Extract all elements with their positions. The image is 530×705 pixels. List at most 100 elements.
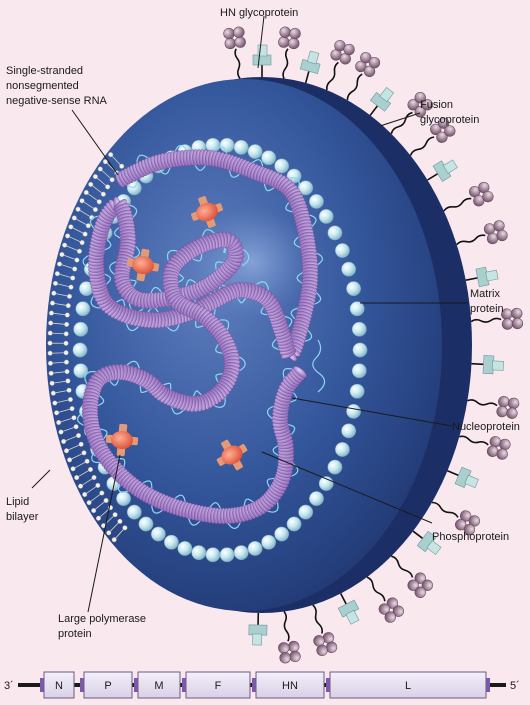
matrix-bead [298, 504, 314, 520]
hn-glycoprotein-spike [467, 396, 520, 419]
matrix-bead [318, 209, 334, 224]
fusion-glycoprotein-spike [337, 593, 360, 625]
label-matrix-line1: Matrix [470, 288, 500, 300]
nucleoprotein-disc [293, 366, 307, 378]
hn-glycoprotein-spike [456, 220, 508, 246]
fusion-glycoprotein-spike [465, 266, 499, 288]
label-rna-line1: Single-stranded [6, 65, 83, 77]
matrix-bead [349, 383, 365, 399]
matrix-bead [126, 504, 142, 520]
matrix-bead [334, 243, 350, 258]
label-rna-line3: negative-sense RNA [6, 95, 108, 107]
fusion-glycoprotein-spike [471, 355, 504, 375]
envelope-spikes [223, 26, 524, 664]
hn-glycoprotein-spike [223, 26, 246, 79]
matrix-bead [138, 516, 154, 532]
matrix-bead [177, 541, 193, 556]
hn-glycoprotein-spike [431, 501, 480, 536]
matrix-bead [191, 545, 207, 561]
label-lipid-line1: Lipid [6, 496, 29, 508]
matrix-bead [351, 321, 367, 337]
label-matrix-line2: protein [470, 303, 504, 315]
polymerase-complex [191, 196, 223, 228]
matrix-bead [116, 491, 131, 507]
matrix-bead [205, 547, 221, 563]
fusion-glycoprotein-spike [252, 44, 272, 77]
matrix-bead [163, 534, 179, 550]
matrix-bead [219, 137, 235, 153]
nucleocapsid-coil [81, 149, 319, 525]
gene-label-f: F [215, 680, 222, 692]
matrix-bead [351, 363, 367, 379]
fusion-glycoprotein-spike [447, 466, 479, 489]
lipid-bilayer [47, 152, 128, 543]
genome-5prime-label: 5´ [510, 680, 520, 692]
fusion-glycoprotein-spike [248, 612, 268, 646]
label-polymerase-line1: Large polymerase [58, 613, 146, 625]
gene-label-p: P [104, 680, 111, 692]
gene-box-hn [255, 671, 325, 699]
labels: HN glycoprotein Single-stranded nonsegme… [6, 7, 520, 640]
fusion-glycoprotein-spike [369, 87, 395, 116]
matrix-bead [327, 459, 343, 475]
label-phosphoprotein: Phosphoprotein [432, 531, 509, 543]
matrix-bead [247, 541, 263, 556]
gene-label-m: M [154, 680, 163, 692]
label-lipid-line2: bilayer [6, 511, 39, 523]
label-polymerase-line2: protein [58, 628, 92, 640]
matrix-bead [72, 342, 88, 358]
hn-glycoprotein-spike [459, 435, 511, 460]
fusion-glycoprotein-spike [299, 50, 321, 84]
hn-glycoprotein-spike [325, 40, 355, 91]
matrix-bead [261, 150, 277, 166]
matrix-bead [150, 526, 166, 542]
gene-box-f [185, 671, 251, 699]
gene-box-n [43, 671, 75, 699]
matrix-bead [73, 321, 89, 337]
label-nucleoprotein: Nucleoprotein [452, 421, 520, 433]
gene-box-p [83, 671, 133, 699]
matrix-bead [75, 301, 91, 317]
gene-label-hn: HN [282, 680, 298, 692]
hn-glycoprotein-spike [390, 92, 433, 135]
fusion-glycoprotein-spike [412, 530, 442, 555]
matrix-bead [219, 547, 235, 563]
hn-glycoprotein-spike [409, 117, 456, 156]
matrix-bead [341, 261, 357, 277]
hn-glycoprotein-spike [443, 181, 494, 212]
leader-lines [31, 15, 468, 613]
matrix-bead [286, 516, 302, 532]
hn-glycoprotein-spike [391, 555, 433, 598]
matrix-bead [309, 193, 324, 209]
hn-glycoprotein-spike [366, 576, 404, 623]
matrix-bead [247, 144, 263, 159]
hn-glycoprotein-spike [470, 307, 524, 330]
matrix-bead [327, 225, 343, 241]
large-polymerase [221, 445, 243, 465]
large-polymerase [111, 430, 133, 450]
matrix-bead [349, 301, 365, 317]
polymerase-complex [216, 439, 248, 471]
matrix-bead [233, 139, 249, 155]
fusion-glycoprotein-spike [427, 159, 458, 182]
matrix-bead [73, 363, 89, 379]
matrix-bead [346, 281, 362, 297]
label-fusion-line1: Fusion [420, 99, 453, 111]
hn-glycoprotein-spike [278, 26, 301, 79]
matrix-bead [309, 491, 324, 507]
matrix-bead [274, 526, 290, 542]
matrix-bead [352, 342, 368, 358]
label-fusion-line2: glycoprotein [420, 114, 479, 126]
matrix-bead [261, 534, 277, 550]
hn-glycoprotein-spike [278, 611, 301, 664]
matrix-bead [341, 423, 357, 439]
large-polymerase [196, 202, 218, 222]
matrix-bead [274, 158, 290, 174]
virion-envelope [46, 77, 472, 613]
gene-label-l: L [405, 680, 411, 692]
label-hn-glycoprotein: HN glycoprotein [220, 7, 298, 19]
matrix-bead [233, 545, 249, 561]
gene-box-m [137, 671, 181, 699]
large-polymerase [132, 255, 154, 275]
